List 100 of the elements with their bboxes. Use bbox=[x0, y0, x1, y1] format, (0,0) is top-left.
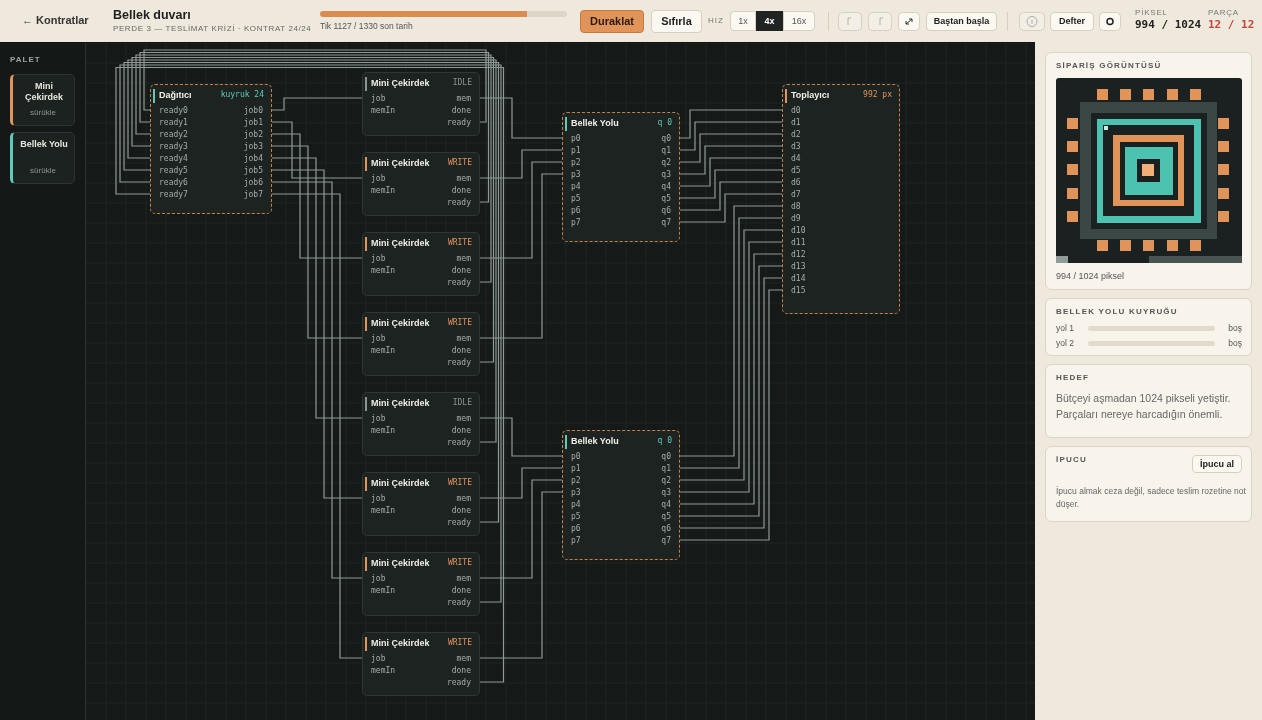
port-label: d0 bbox=[791, 105, 801, 117]
status-tag: IDLE bbox=[452, 398, 472, 407]
port-label: job bbox=[371, 93, 386, 105]
port-label: ready6 bbox=[159, 177, 188, 189]
port-label: p3 bbox=[571, 487, 581, 499]
node-title: Mini Çekirdek bbox=[371, 238, 430, 248]
port-label: done bbox=[451, 345, 471, 357]
status-tag: WRITE bbox=[447, 238, 472, 247]
port-label: p6 bbox=[571, 205, 581, 217]
port-label: p3 bbox=[571, 169, 581, 181]
back-link: ← Kontratlar bbox=[22, 14, 89, 26]
port-label: job7 bbox=[243, 189, 263, 201]
port-label: job bbox=[371, 173, 386, 185]
wire bbox=[479, 97, 563, 139]
port-label: ready5 bbox=[159, 165, 188, 177]
port-label: job6 bbox=[243, 177, 263, 189]
speed-option: 1x bbox=[730, 11, 756, 31]
port-label: mem bbox=[456, 653, 471, 665]
reset-button: Sıfırla bbox=[651, 10, 702, 33]
port-label: d15 bbox=[791, 285, 806, 297]
status-tag: WRITE bbox=[447, 638, 472, 647]
port-label: memIn bbox=[371, 505, 396, 517]
port-label: ready bbox=[446, 597, 471, 609]
wire bbox=[679, 145, 783, 175]
port-label: d9 bbox=[791, 213, 801, 225]
port-label: q3 bbox=[661, 169, 671, 181]
port-label: q1 bbox=[661, 145, 671, 157]
port-label: d3 bbox=[791, 141, 801, 153]
port-label: memIn bbox=[371, 265, 396, 277]
port-label: ready0 bbox=[159, 105, 188, 117]
port-label: mem bbox=[456, 333, 471, 345]
port-label: mem bbox=[456, 493, 471, 505]
wire bbox=[679, 193, 783, 223]
node-title: Bellek Yolu bbox=[571, 118, 619, 128]
port-label: q6 bbox=[661, 205, 671, 217]
port-label: memIn bbox=[371, 185, 396, 197]
wire bbox=[479, 173, 563, 339]
port-label: ready bbox=[446, 277, 471, 289]
port-label: p0 bbox=[571, 451, 581, 463]
port-label: q5 bbox=[661, 193, 671, 205]
wire bbox=[679, 109, 783, 139]
port-label: job bbox=[371, 413, 386, 425]
port-label: p2 bbox=[571, 157, 581, 169]
port-label: d1 bbox=[791, 117, 801, 129]
wire bbox=[131, 56, 495, 363]
wire bbox=[479, 149, 563, 179]
port-label: d10 bbox=[791, 225, 806, 237]
port-label: mem bbox=[456, 173, 471, 185]
port-label: ready bbox=[446, 677, 471, 689]
wire bbox=[135, 54, 492, 283]
port-label: q0 bbox=[661, 133, 671, 145]
card-heading: HEDEF bbox=[1056, 373, 1090, 382]
port-label: d4 bbox=[791, 153, 801, 165]
wire bbox=[123, 61, 500, 523]
port-label: d2 bbox=[791, 129, 801, 141]
port-label: p6 bbox=[571, 523, 581, 535]
page-title: Bellek duvarı bbox=[113, 8, 191, 22]
port-label: q7 bbox=[661, 535, 671, 547]
port-label: q7 bbox=[661, 217, 671, 229]
wire bbox=[679, 157, 783, 187]
queue-status: boş bbox=[1228, 338, 1242, 348]
status-tag: q 0 bbox=[657, 118, 672, 127]
wire bbox=[479, 467, 563, 499]
wire bbox=[479, 417, 563, 457]
pixel-stat: 994 / 1024 bbox=[1135, 18, 1202, 31]
node-title: Toplayıcı bbox=[791, 90, 830, 100]
port-label: ready1 bbox=[159, 117, 188, 129]
status-tag: WRITE bbox=[447, 318, 472, 327]
port-label: q4 bbox=[661, 499, 671, 511]
port-label: d12 bbox=[791, 249, 806, 261]
wire bbox=[679, 181, 783, 211]
wire bbox=[679, 133, 783, 163]
node-title: Mini Çekirdek bbox=[371, 78, 430, 88]
node-title: Mini Çekirdek bbox=[371, 478, 430, 488]
port-label: job1 bbox=[243, 117, 263, 129]
stat-label: PİKSEL bbox=[1135, 8, 1168, 17]
status-tag: q 0 bbox=[657, 436, 672, 445]
wire bbox=[479, 491, 563, 659]
port-label: q2 bbox=[661, 475, 671, 487]
port-label: p0 bbox=[571, 133, 581, 145]
port-label: d7 bbox=[791, 189, 801, 201]
node-title: Dağıtıcı bbox=[159, 90, 192, 100]
port-label: done bbox=[451, 265, 471, 277]
pixel-count: 994 / 1024 piksel bbox=[1056, 271, 1125, 281]
hint-text: İpucu almak ceza değil, sadece teslim rozetine not düşer. bbox=[1056, 485, 1246, 511]
port-label: p1 bbox=[571, 145, 581, 157]
stat-label: PARÇA bbox=[1208, 8, 1239, 17]
port-label: mem bbox=[456, 413, 471, 425]
drag-hint: sürükle bbox=[29, 108, 57, 117]
port-label: ready7 bbox=[159, 189, 188, 201]
port-label: job5 bbox=[243, 165, 263, 177]
palette-item-name: Bellek Yolu bbox=[19, 139, 69, 150]
port-label: ready bbox=[446, 517, 471, 529]
port-label: done bbox=[451, 505, 471, 517]
restart-button: Baştan başla bbox=[926, 12, 997, 31]
palette-item-name: Mini Çekirdek bbox=[24, 81, 64, 103]
wire bbox=[127, 59, 497, 443]
wire bbox=[679, 169, 783, 199]
port-label: p4 bbox=[571, 499, 581, 511]
port-label: ready3 bbox=[159, 141, 188, 153]
